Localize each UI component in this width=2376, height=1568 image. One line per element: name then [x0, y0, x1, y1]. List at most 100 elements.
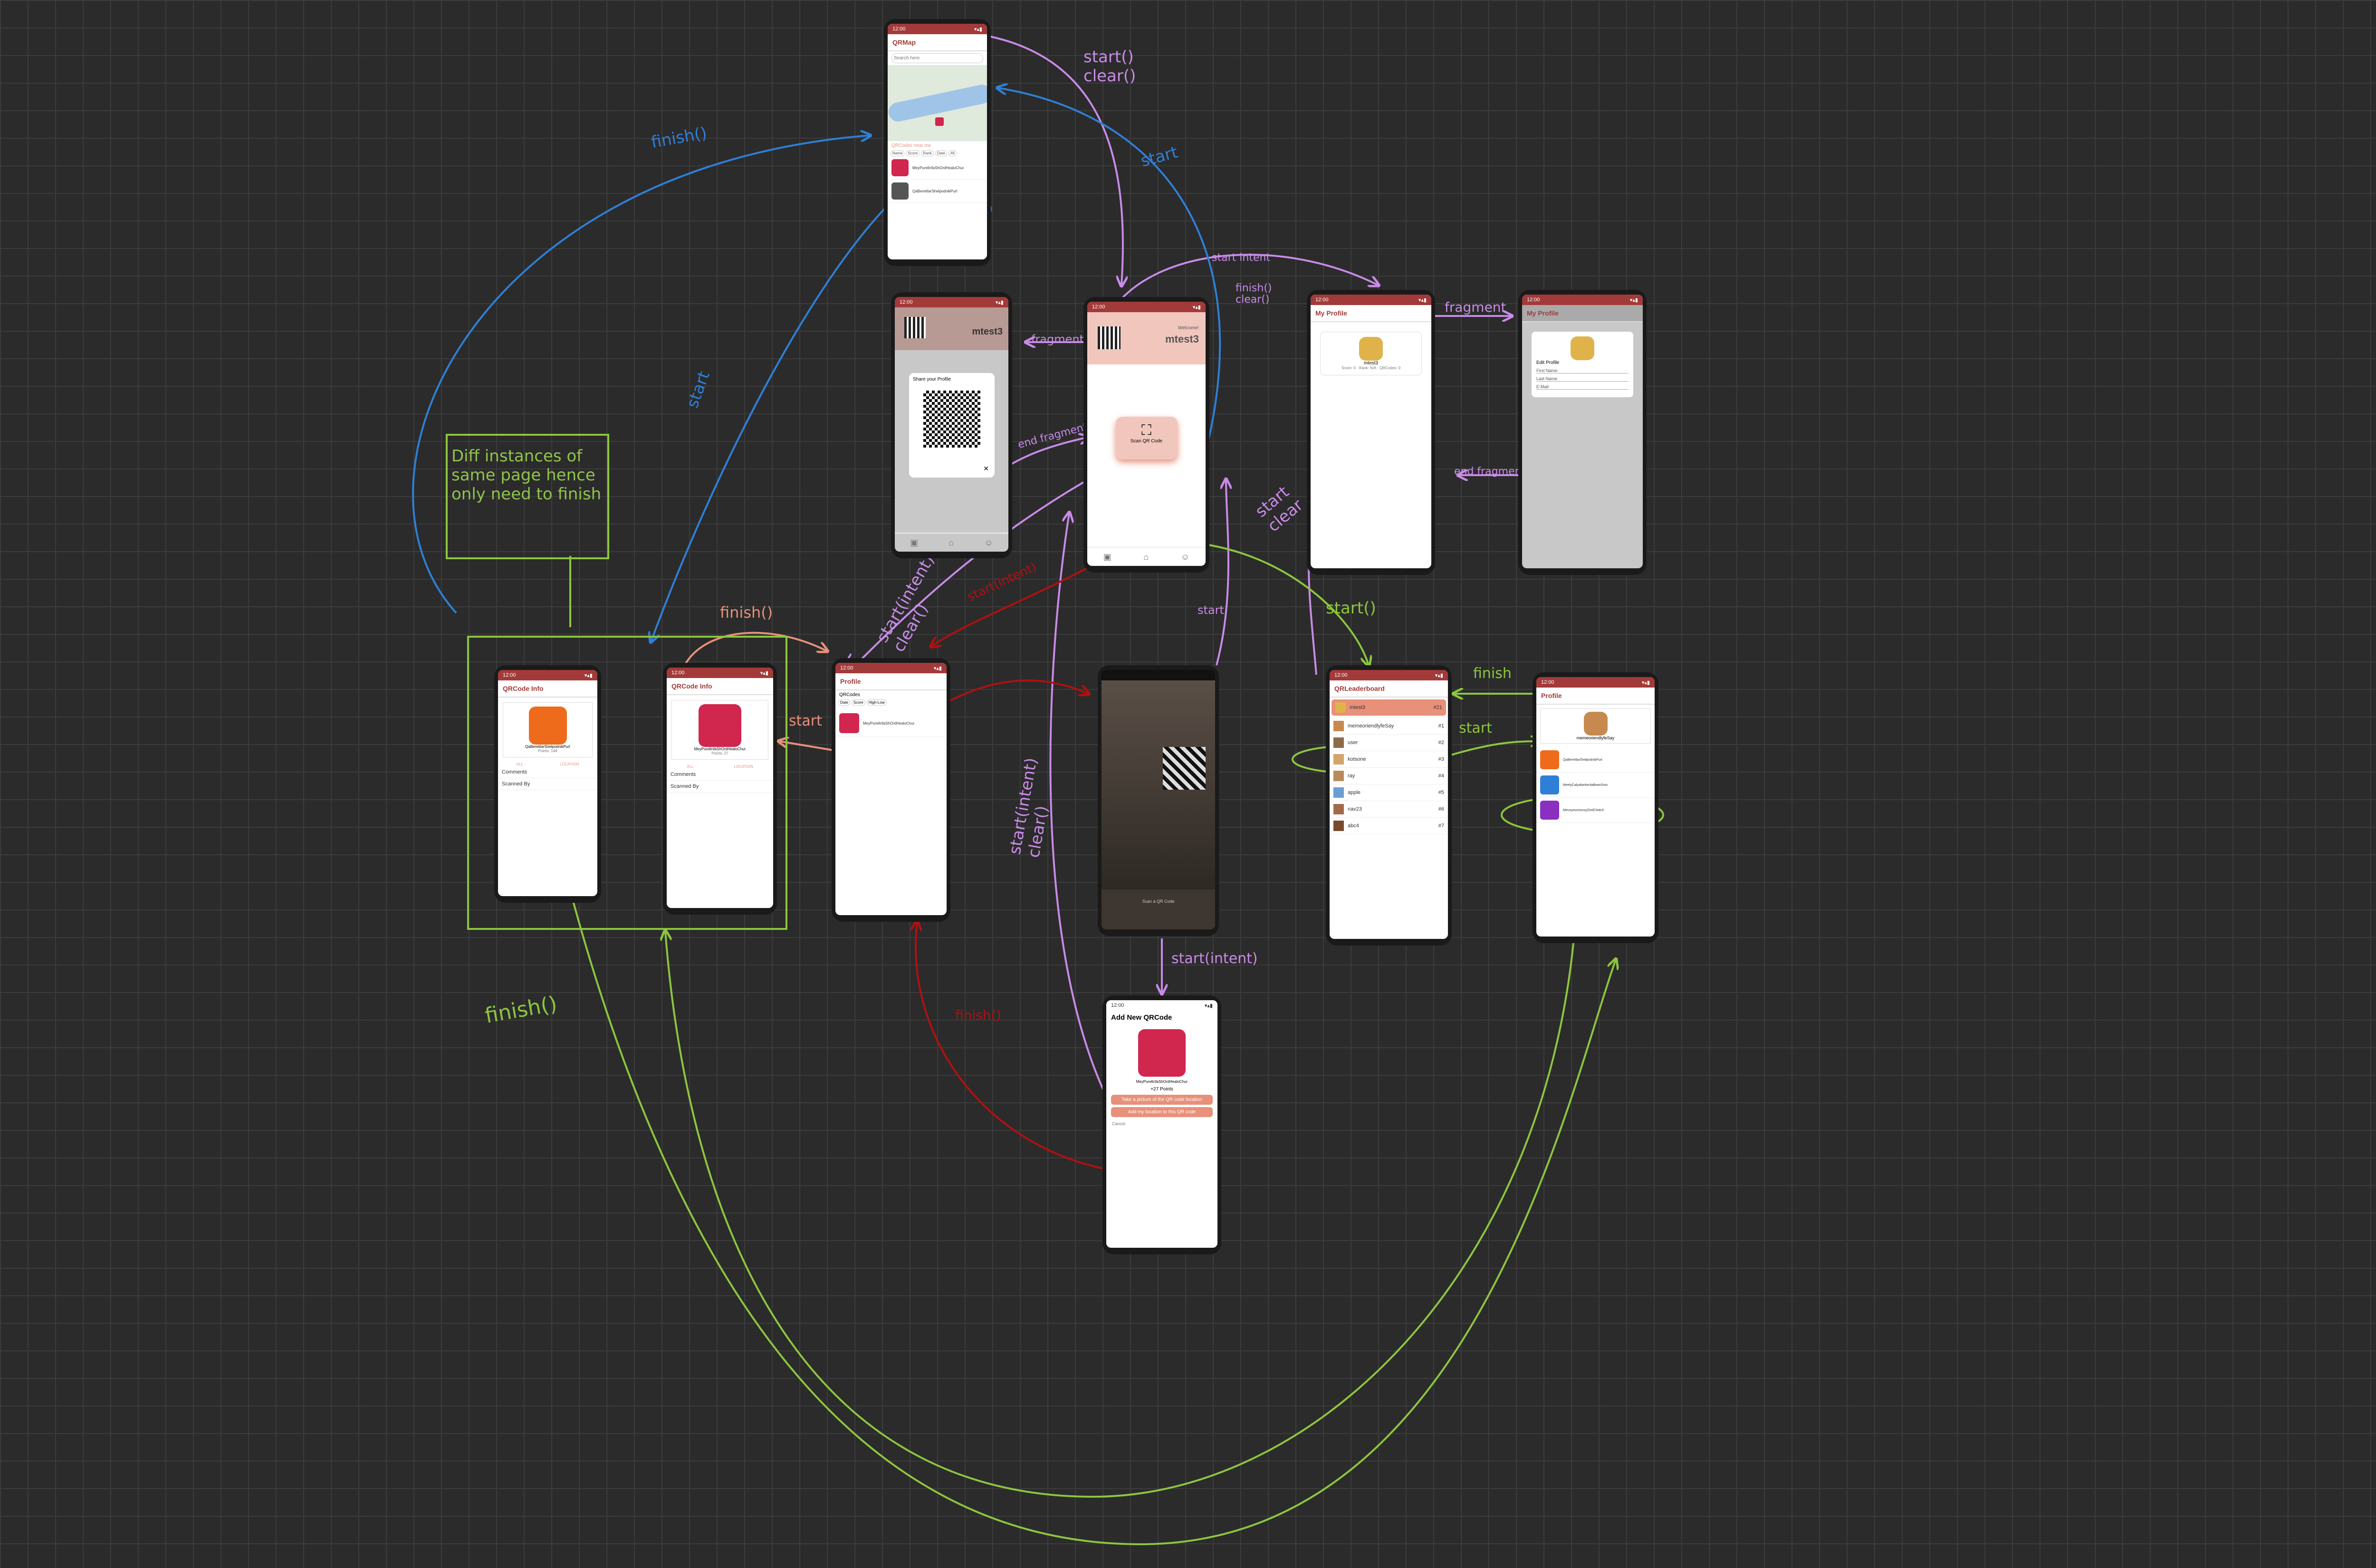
- list-item[interactable]: MeelyCalyaberkenlaBeanSmo: [1536, 773, 1655, 798]
- map-screen: 12:00▾▴▮ QRMap Search here QRCodes near …: [888, 24, 987, 259]
- list-item[interactable]: QaBeretilarShelpodnikPurt: [888, 180, 987, 203]
- leader-row[interactable]: memeoriendlyfeSay#1: [1330, 718, 1448, 735]
- leader-avatar: [1333, 787, 1344, 798]
- phone-profile-list: 12:00▾▴▮ Profile QRCodes Date Score High…: [832, 658, 950, 922]
- arrow-home-myprofile: [1116, 254, 1378, 305]
- filter-chip[interactable]: Name: [891, 150, 905, 156]
- tv-object: [1163, 747, 1206, 790]
- profile-qrcodes-label: QRCodes: [839, 692, 860, 698]
- filter-chip[interactable]: Rank: [921, 150, 934, 156]
- qrinfo-screen-1: 12:00▾▴▮ QRCode Info QaBeretilarShelpodn…: [498, 670, 597, 896]
- label-start-intent-down: start(intent): [1171, 950, 1258, 967]
- other-profile-title: Profile: [1536, 688, 1655, 705]
- qr-avatar: [1540, 801, 1559, 820]
- qr-avatar: [891, 159, 909, 176]
- filter-chip[interactable]: Date: [935, 150, 947, 156]
- qr-icon[interactable]: [904, 317, 926, 338]
- home-username: mtest3: [1165, 333, 1199, 345]
- share-card: Share your Profile ✕: [909, 373, 995, 478]
- arrow-leader-other: [1449, 741, 1540, 756]
- leader-row[interactable]: nav23#6: [1330, 801, 1448, 818]
- phone-leaderboard: 12:00▾▴▮ QRLeaderboard mtest3#21 memeori…: [1326, 665, 1452, 946]
- other-profile-card: memeoriendlyfeSay: [1540, 708, 1651, 744]
- leader-row[interactable]: apple#5: [1330, 784, 1448, 801]
- phone-qrinfo-1: 12:00▾▴▮ QRCode Info QaBeretilarShelpodn…: [494, 665, 601, 903]
- leader-avatar: [1333, 821, 1344, 831]
- arrow-other-qrinfo: [665, 817, 1580, 1498]
- profile-icon[interactable]: ☺: [984, 537, 993, 547]
- field-label: First Name:: [1536, 368, 1629, 373]
- map-search[interactable]: Search here: [891, 53, 983, 63]
- leader-row[interactable]: user#2: [1330, 735, 1448, 751]
- filter-chip[interactable]: Score: [851, 699, 865, 706]
- label-finish-green: finish: [1473, 665, 1512, 682]
- leader-row[interactable]: abc4#7: [1330, 818, 1448, 834]
- status-bar: 12:00▾▴▮: [1311, 295, 1431, 305]
- home-icon[interactable]: ⌂: [948, 537, 954, 547]
- phone-other-profile: 12:00▾▴▮ Profile memeoriendlyfeSay QaBer…: [1533, 672, 1658, 943]
- tab-location[interactable]: LOCATION: [560, 762, 579, 766]
- list-item[interactable]: MeyPurelInfaShOrdHealoChur: [835, 710, 947, 736]
- filter-chip[interactable]: All: [948, 150, 957, 156]
- status-bar: 12:00▾▴▮: [895, 297, 1008, 307]
- camera-screen: Scan a QR Code: [1102, 670, 1215, 929]
- phone-camera: Scan a QR Code: [1098, 665, 1219, 936]
- qrinfo-points: Points: 27: [711, 751, 728, 755]
- profile-list-screen: 12:00▾▴▮ Profile QRCodes Date Score High…: [835, 663, 947, 915]
- phone-home: 12:00▾▴▮ Welcome! mtest3 ⛶ Scan QR Code …: [1083, 297, 1209, 573]
- filter-chip[interactable]: Date: [838, 699, 850, 706]
- other-profile-name: memeoriendlyfeSay: [1576, 736, 1615, 740]
- leader-avatar: [1333, 737, 1344, 748]
- leader-row[interactable]: kotsone#3: [1330, 751, 1448, 768]
- filter-chip[interactable]: Score: [906, 150, 920, 156]
- field-label: E-Mail:: [1536, 384, 1629, 390]
- qr-avatar: [1138, 1029, 1186, 1077]
- scannedby-row[interactable]: Scanned By: [667, 781, 773, 793]
- home-icon[interactable]: ⌂: [1143, 552, 1149, 562]
- add-points: +27 Points: [1150, 1087, 1173, 1092]
- scannedby-row[interactable]: Scanned By: [498, 778, 597, 790]
- scan-icon: ⛶: [1141, 422, 1151, 438]
- cancel-button[interactable]: Cancel: [1112, 1121, 1126, 1126]
- phone-qrinfo-2: 12:00▾▴▮ QRCode Info MeyPurelInfaShOrdHe…: [663, 663, 777, 915]
- map-icon[interactable]: ▣: [910, 537, 919, 547]
- qr-avatar: [1540, 775, 1559, 794]
- profile-card: mtest3 Score: 0 · Rank: N/A · QRCodes: 0: [1320, 332, 1422, 375]
- status-bar: 12:00▾▴▮: [1330, 670, 1448, 680]
- add-location-button[interactable]: Add my location to this QR code: [1111, 1107, 1213, 1117]
- list-item[interactable]: MeyPurelInfaShOrdHealoChur: [888, 156, 987, 180]
- arrow-camera-home: [1216, 480, 1228, 666]
- other-profile-screen: 12:00▾▴▮ Profile memeoriendlyfeSay QaBer…: [1536, 677, 1655, 937]
- label-start-small: start: [1198, 603, 1224, 617]
- map-icon[interactable]: ▣: [1103, 552, 1111, 562]
- phone-map: 12:00▾▴▮ QRMap Search here QRCodes near …: [884, 19, 991, 266]
- list-item[interactable]: MeusyeusrionsyZindChatch: [1536, 798, 1655, 823]
- map-view[interactable]: [888, 65, 987, 141]
- myprofile-username: mtest3: [1363, 361, 1378, 366]
- qr-icon[interactable]: [1098, 326, 1121, 349]
- leader-row[interactable]: mtest3#21: [1332, 699, 1446, 716]
- map-title: QRMap: [888, 34, 987, 51]
- status-bar: 12:00▾▴▮: [1536, 677, 1655, 688]
- comments-row[interactable]: Comments: [498, 766, 597, 778]
- list-item[interactable]: QaBeretilarShelpodnikPurt: [1536, 747, 1655, 773]
- camera-view: [1102, 680, 1215, 889]
- profile-icon[interactable]: ☺: [1180, 552, 1190, 562]
- comments-row[interactable]: Comments: [667, 769, 773, 781]
- add-title: Add New QRCode: [1111, 1013, 1172, 1022]
- qr-avatar: [528, 707, 567, 745]
- myprofile-stats: Score: 0 · Rank: N/A · QRCodes: 0: [1341, 366, 1401, 370]
- close-icon[interactable]: ✕: [983, 465, 989, 472]
- status-bar: 12:00▾▴▮: [498, 670, 597, 680]
- tab-all[interactable]: ALL: [516, 762, 523, 766]
- tab-all[interactable]: ALL: [687, 765, 694, 769]
- tab-location[interactable]: LOCATION: [734, 765, 753, 769]
- scan-button[interactable]: ⛶ Scan QR Code: [1115, 417, 1178, 459]
- filter-chip[interactable]: High-Low: [866, 699, 887, 706]
- bottom-nav: ▣ ⌂ ☺: [1087, 547, 1206, 566]
- take-picture-button[interactable]: Take a picture of the QR code location: [1111, 1095, 1213, 1105]
- qr-avatar: [891, 182, 909, 200]
- arrow-profile-camera: [945, 679, 1088, 704]
- leader-row[interactable]: ray#4: [1330, 768, 1448, 784]
